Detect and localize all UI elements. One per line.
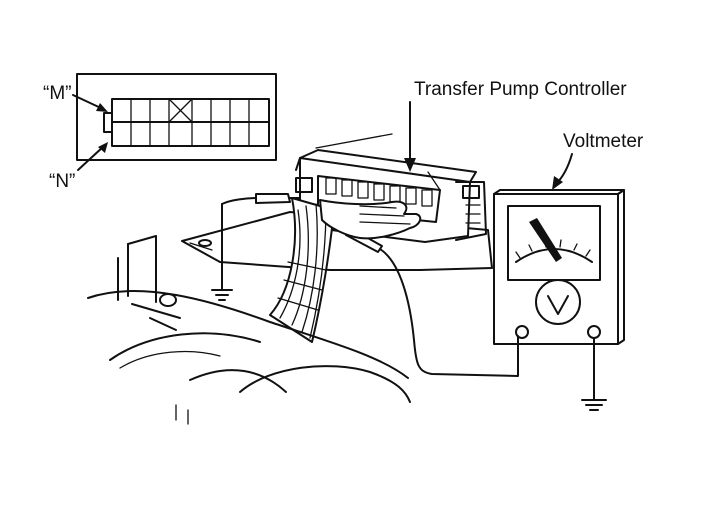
wire-harness (269, 197, 335, 343)
hand (319, 199, 422, 240)
pointer-n-arrow (77, 142, 108, 171)
pointer-m-arrow (72, 94, 108, 112)
connector-inset (72, 73, 277, 171)
label-voltmeter: Voltmeter (563, 131, 644, 152)
ground-symbol-right (581, 337, 607, 411)
engine-body (87, 235, 411, 425)
label-n: “N” (49, 171, 76, 192)
meter-range-dial (535, 279, 581, 325)
connector-face (103, 98, 270, 147)
meter-terminal-positive (515, 325, 529, 339)
controller-callout (404, 101, 416, 172)
meter-window (507, 205, 601, 281)
label-m: “M” (43, 83, 72, 104)
ground-symbol-left (211, 203, 233, 301)
voltmeter-callout (552, 153, 573, 190)
meter-terminal-negative (587, 325, 601, 339)
meter-needle (529, 218, 562, 262)
test-lead-black (221, 193, 301, 205)
voltmeter-device (493, 189, 625, 345)
label-transfer-pump-controller: Transfer Pump Controller (414, 79, 627, 100)
inset-frame (76, 73, 277, 161)
